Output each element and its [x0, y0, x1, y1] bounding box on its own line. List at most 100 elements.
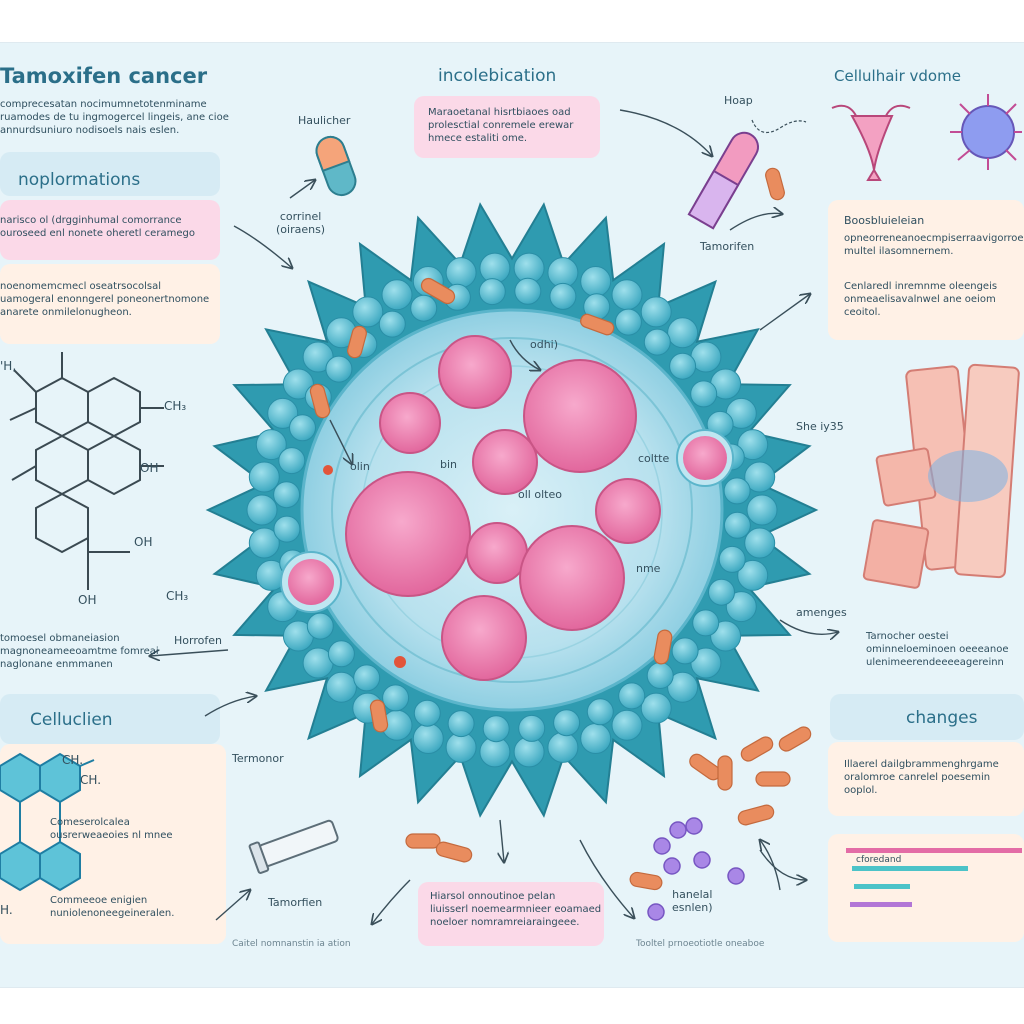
cell-label-oilalso: oll olteo: [518, 488, 562, 501]
pill: [580, 313, 615, 336]
pill: [369, 699, 389, 733]
hoop-label: Hoap: [724, 94, 753, 107]
chem2-label-ch: CH.: [62, 753, 84, 767]
pill: [629, 871, 663, 891]
right-lower-header-bg: [830, 694, 1024, 740]
bottom-right-caption: Tooltel prnoeotiotle oneaboe: [636, 939, 765, 949]
arrows-label: amenges: [796, 606, 847, 619]
left-pink-box: [0, 200, 220, 260]
chem-label-oh1: OH: [140, 461, 159, 475]
vesicle: [278, 447, 306, 475]
pill: [420, 277, 456, 305]
vesicle: [482, 715, 510, 743]
left-peach-paragraph: noenomemcmecl oseatrsocolsal uamogeral e…: [0, 281, 210, 318]
nucleus: [438, 335, 512, 409]
chem-label-ch3-top: CH₃: [164, 399, 187, 413]
cell-label-allnn: olin: [350, 460, 370, 473]
right-top-paragraph: opneorreneanoecmpiserraavigorroe multel …: [844, 233, 1024, 257]
pill: [740, 736, 774, 762]
right-mid-paragraph: Tarnocher oestei ominneloeminoen oeeeano…: [866, 631, 1009, 668]
chem-label-oh2: OH: [134, 535, 153, 549]
cell-inner-ring: [331, 337, 693, 683]
capsule-label: Haulicher: [298, 114, 351, 127]
left-mid-paragraph: tomoesel obmaneiasion magnoneameeoamtme …: [0, 633, 159, 670]
vesicle: [690, 380, 718, 408]
bottom-left-caption: Caitel nomnanstin ia ation: [232, 939, 351, 949]
vesicle: [692, 609, 720, 637]
tamoxifen-pill-label: Tamorifen: [700, 240, 755, 253]
test-tube-icon: [248, 819, 339, 874]
vesicle: [671, 637, 699, 665]
vesicle: [289, 414, 316, 442]
vesicle: [553, 709, 581, 737]
left-peach-box: [0, 264, 220, 344]
pill: [653, 629, 673, 665]
nucleus: [345, 471, 471, 597]
vesicle: [273, 515, 301, 543]
pill: [435, 841, 473, 863]
vesicle: [618, 682, 646, 710]
vesicle: [327, 640, 355, 668]
vesicle: [744, 461, 776, 493]
pill: [755, 771, 791, 787]
vesicle: [746, 494, 778, 526]
tissue-icon: [862, 363, 1020, 589]
cell-label-odhi: odhi): [530, 338, 559, 351]
pill: [765, 167, 785, 201]
vesicle: [708, 578, 735, 606]
vesicle: [514, 277, 542, 305]
vesicle: [267, 397, 299, 429]
bottom-center-paragraph: Hiarsol onnoutinoe pelan liuisserl noeme…: [430, 891, 602, 928]
chem-label-h-left: 'H,: [0, 359, 17, 373]
vesicle: [353, 664, 381, 692]
cell-label-coltte: coltte: [638, 452, 670, 465]
vesicle: [306, 612, 334, 640]
vesicle: [611, 709, 643, 741]
right-lower-paragraph: Illaerel dailgbrammenghrgame oralomroe c…: [844, 759, 999, 796]
top-left-paragraph: comprecesatan nocimumnetotenminame ruamo…: [0, 99, 229, 136]
dot-marker: [323, 465, 333, 475]
vesicle: [248, 527, 280, 559]
chem-label-ch3-bottom: CH₃: [166, 589, 189, 603]
nucleus: [523, 359, 637, 473]
vesicle: [325, 671, 357, 703]
vesicle: [412, 723, 444, 754]
left-section-title: noplormations: [18, 170, 141, 190]
vesicle: [737, 559, 769, 591]
vesicle: [744, 527, 776, 559]
hanetal-label: hanelal esnlen): [672, 888, 713, 914]
chemical-structure: [9, 352, 164, 590]
center-pink-box: [414, 96, 600, 158]
vesicle: [410, 294, 438, 322]
pill: [405, 833, 441, 849]
vesicle: [352, 296, 384, 328]
vesicle: [378, 310, 406, 338]
left-lower-section-title: Celluclien: [30, 710, 113, 730]
center-title: incolebication: [438, 66, 557, 86]
left-lower-paragraph-1: Comeserolcalea ousrerweaeoies nl mnee: [50, 817, 173, 841]
vesicle: [580, 723, 612, 754]
vesicle: [382, 684, 410, 712]
pill: [737, 804, 775, 826]
pink-pill-icon: [687, 131, 759, 230]
vesicle: [478, 278, 506, 306]
right-top-box: [828, 200, 1024, 340]
chem2-label-h: H.: [0, 903, 13, 917]
vesicle: [646, 662, 674, 689]
vesicle: [586, 698, 614, 726]
right-title: Cellulhair vdome: [834, 67, 961, 85]
right-top-paragraph-2: Cenlaredl inremnme oleengeis onmeaelisav…: [844, 281, 998, 318]
pill: [347, 325, 367, 359]
vesicle: [643, 328, 671, 356]
cell-label-bin: bin: [440, 458, 458, 471]
vesicle: [710, 620, 742, 652]
vesicle: [413, 699, 441, 727]
vesicle: [737, 429, 769, 461]
vesicle: [325, 355, 353, 383]
chem2-label-ch3: CH.: [80, 773, 102, 787]
nucleus: [595, 478, 661, 544]
nucleus: [472, 429, 538, 495]
dot-marker: [394, 656, 406, 668]
bar-label: cforedand: [856, 855, 902, 865]
vesicle: [381, 279, 413, 311]
